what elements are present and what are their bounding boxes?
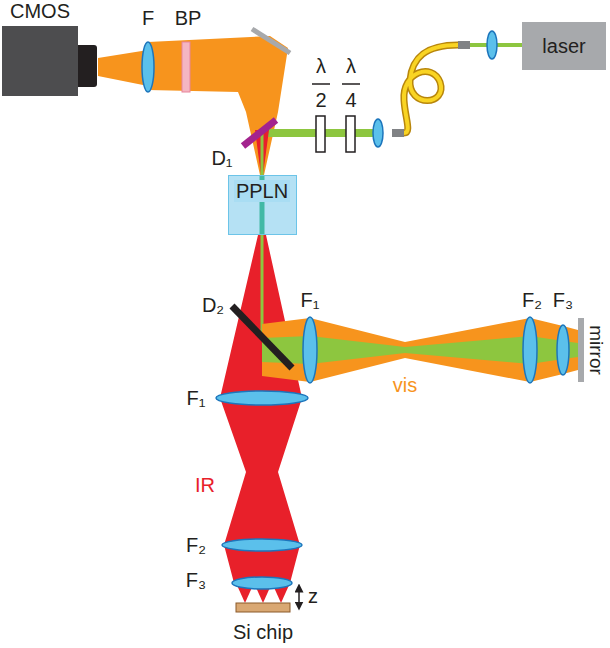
waveplate-label: λ [346, 55, 356, 77]
sample-label: Si chip [233, 621, 293, 643]
visible-beam [98, 36, 288, 175]
lens [557, 325, 569, 375]
lens-label: F [142, 7, 154, 29]
vis-beam [262, 318, 578, 382]
waveplate-label: 2 [315, 89, 326, 111]
lens-label: F₂ [522, 289, 542, 311]
si-chip [236, 603, 290, 612]
node-label: laser [542, 35, 585, 57]
waveplate [346, 116, 355, 152]
fiber [404, 45, 458, 133]
lens-f [142, 42, 154, 92]
camera-lens [75, 45, 97, 87]
lens [216, 391, 308, 405]
lens-label: F₁ [187, 387, 206, 409]
fiber-connector [392, 129, 404, 137]
fraction-bars [312, 83, 330, 85]
lens [303, 317, 317, 383]
bandpass-filter [182, 42, 190, 92]
fiber-connector [392, 41, 470, 137]
fold-mirror [252, 29, 290, 53]
collimator-lens [373, 119, 383, 147]
fraction-bars [342, 83, 360, 85]
lens-f [142, 42, 154, 92]
lens-label: F₁ [301, 289, 320, 311]
laser-beam [262, 45, 522, 137]
lens [216, 317, 569, 589]
waveplate-label: 4 [345, 89, 356, 111]
z-arrow [298, 588, 300, 606]
beam-label: IR [195, 474, 215, 496]
camera-body [2, 26, 78, 96]
bandpass-filter [182, 42, 190, 92]
fiber-connector [458, 41, 470, 49]
lens [222, 539, 302, 551]
fiber [404, 45, 458, 133]
fraction-bars [312, 84, 360, 85]
collimator-lens [373, 31, 497, 147]
vis-beam [262, 318, 578, 382]
end-mirror [578, 318, 584, 382]
beam-label: vis [393, 374, 417, 396]
fiber [404, 45, 458, 133]
camera-lens [75, 45, 97, 87]
collimator-lens [487, 31, 497, 59]
end-mirror [578, 318, 584, 382]
mirror-label: D₁ [211, 147, 232, 169]
visible-beam [98, 50, 148, 86]
filter-label: BP [175, 7, 202, 29]
mirror-label: mirror [585, 325, 607, 375]
z-arrow [299, 588, 300, 606]
ir-beam [220, 130, 302, 603]
laser-box: laser [522, 22, 606, 70]
waveplate [316, 116, 325, 152]
pump-beam [261, 133, 264, 340]
dichroic-mirror [243, 120, 276, 146]
lens [523, 317, 537, 383]
dichroic-mirror [232, 306, 292, 368]
lens-label: F₃ [553, 289, 573, 311]
lens-label: F₂ [186, 534, 206, 556]
waveplate [316, 116, 355, 152]
pump-beam [262, 133, 263, 340]
camera-body: CMOS [2, 0, 78, 98]
waveplate-label: λ [316, 55, 326, 77]
mirror-label: D₂ [202, 294, 224, 316]
lens [232, 577, 292, 589]
lens-label: F₃ [186, 569, 206, 591]
node-label: CMOS [2, 0, 78, 22]
fold-mirror [252, 29, 290, 53]
node-label: PPLN [234, 180, 290, 202]
axis-label: z [308, 585, 318, 607]
dichroic-mirror [232, 120, 292, 368]
visible-beam [148, 36, 288, 175]
crystal-box: PPLN [228, 175, 297, 235]
si-chip [236, 603, 290, 612]
